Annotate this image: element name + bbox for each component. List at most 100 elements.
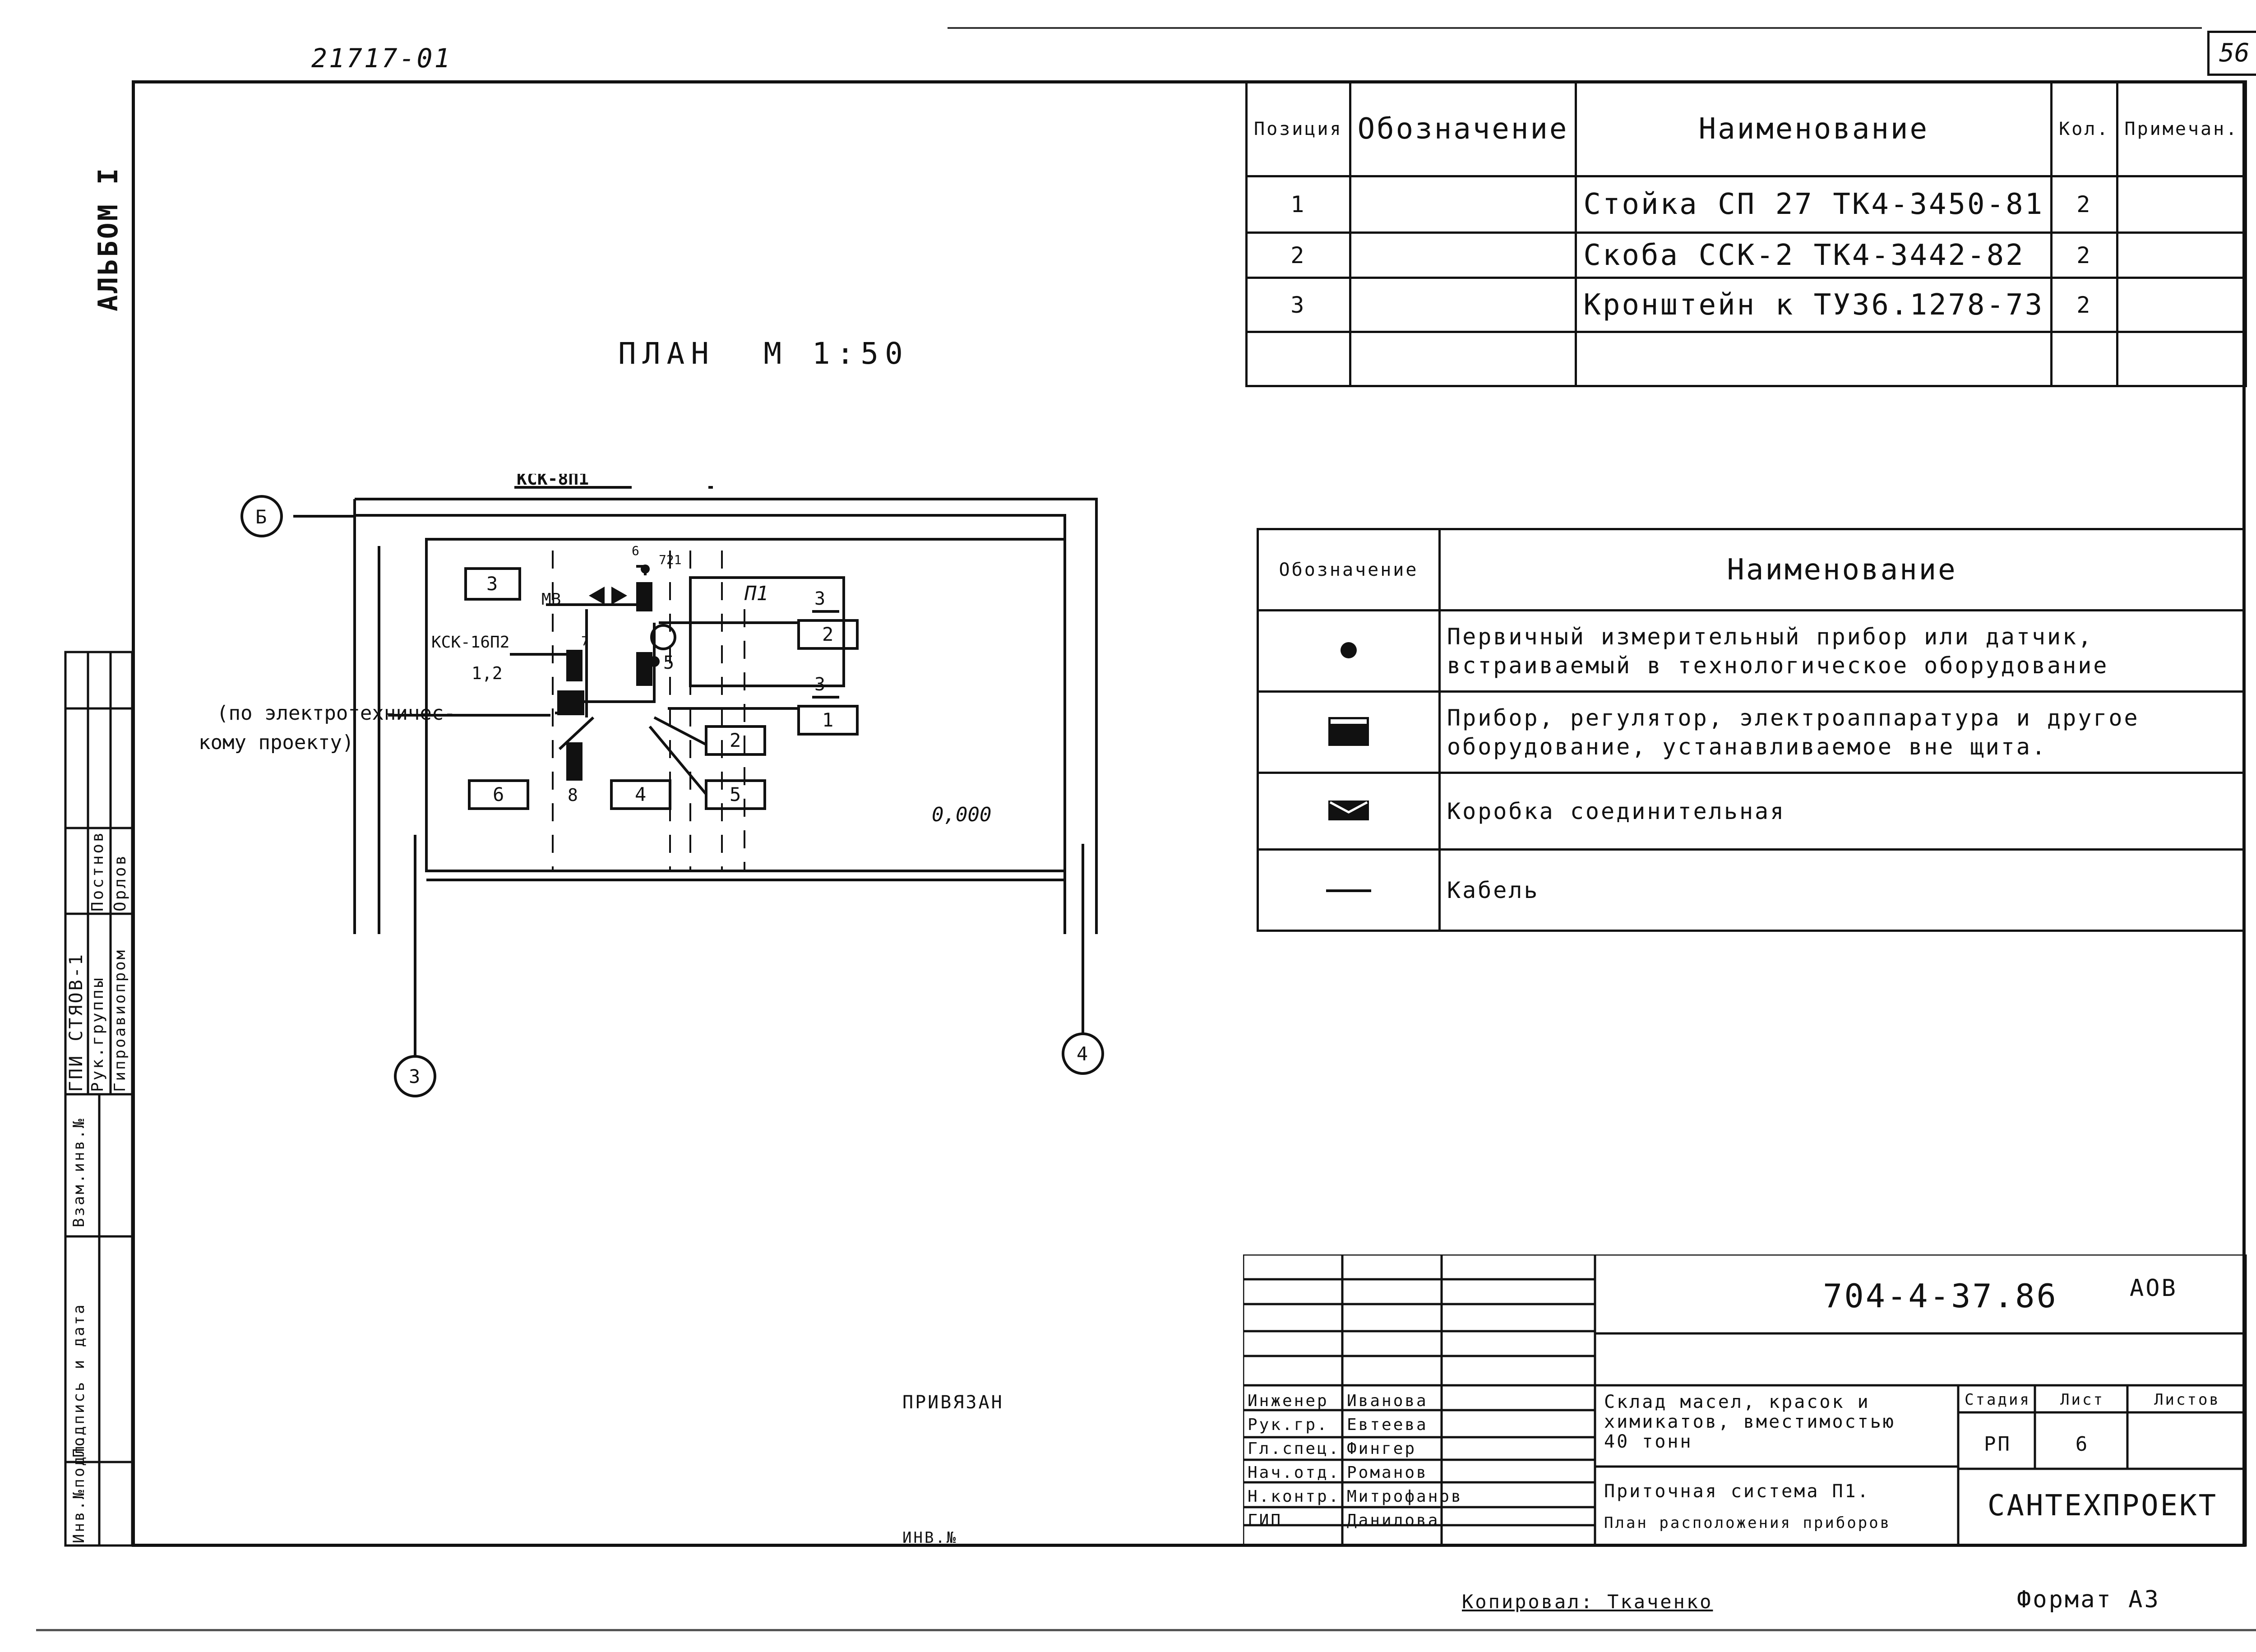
axis-4-circle <box>1062 1032 1104 1075</box>
spec-note <box>2116 277 2247 333</box>
callout-box-1 <box>797 705 859 736</box>
junction-box-symbol <box>557 690 584 715</box>
spec-pos: 2 <box>1245 231 1351 279</box>
dot-symbol <box>649 656 660 667</box>
person-name: Фингер <box>1347 1439 1417 1458</box>
table-row <box>1245 331 2247 387</box>
device-symbol <box>566 650 582 681</box>
table-row: 3 Кронштейн к ТУ36.1278-73 2 <box>1245 277 2247 333</box>
axis-b-circle <box>240 495 283 537</box>
strip-name: Постнов <box>88 830 107 912</box>
room-outline <box>425 538 1066 872</box>
spec-header-name: Наименование <box>1575 80 2053 177</box>
box-label-2b: 2 <box>730 729 741 751</box>
spec-note <box>2116 231 2247 279</box>
plan-drawing: Б 3 4 КСК-8П1 721 6 МВ 7 КСК-16П2 1,2 8 … <box>199 474 1104 1097</box>
note-line-2: кому проекту) <box>199 731 354 754</box>
ksk8-label: КСК-8П1 <box>517 474 589 489</box>
legend-symbol-cell <box>1257 772 1441 851</box>
leader-line <box>558 716 595 750</box>
plan-title: ПЛАН М 1:50 <box>618 336 909 371</box>
cable-symbol <box>1326 889 1371 892</box>
axis-4-label: 4 <box>1077 1043 1088 1065</box>
unit-p1-box <box>689 576 845 687</box>
spec-designation <box>1349 277 1577 333</box>
valve-symbol <box>611 587 627 605</box>
legend-line: Кабель <box>1447 877 1539 903</box>
table-row: 2 Скоба ССК-2 ТК4-3442-82 2 <box>1245 231 2247 279</box>
object-line: химикатов, вместимостью <box>1604 1411 1895 1432</box>
ksk16-label: КСК-16П2 <box>431 633 509 652</box>
copied-by: Копировал: Ткаченко <box>1462 1591 1713 1613</box>
spec-note <box>2116 175 2247 234</box>
strip-institute: Гипроавиопром <box>111 948 129 1092</box>
bottom-edge-line <box>36 1629 2256 1631</box>
label-1-2: 1,2 <box>472 663 503 683</box>
box-label-5: 5 <box>730 783 741 805</box>
device-symbol <box>566 742 582 781</box>
spec-note <box>2116 331 2247 387</box>
legend-line: Коробка соединительная <box>1447 798 1786 824</box>
axis-3-label: 3 <box>409 1065 420 1087</box>
spec-name: Скоба ССК-2 ТК4-3442-82 <box>1575 231 2053 279</box>
label-721: 721 <box>659 552 682 567</box>
leader-line <box>653 716 707 746</box>
legend-line: Прибор, регулятор, электроаппаратура и д… <box>1447 704 2140 731</box>
box-label-2a: 2 <box>822 623 833 645</box>
table-row: Прибор, регулятор, электроаппаратура и д… <box>1257 690 2246 774</box>
device-symbol <box>636 652 652 686</box>
sheet-number-box: 56 <box>2207 31 2256 76</box>
strip-role: Рук.группы <box>88 976 107 1092</box>
legend-text: Первичный измерительный прибор или датчи… <box>1438 609 2246 693</box>
legend-table: Обозначение Наименование Первичный измер… <box>1257 528 2246 932</box>
sheet-number: 56 <box>2219 38 2250 68</box>
axis-3-circle <box>394 1055 436 1097</box>
sheet-label: Лист <box>2060 1391 2104 1409</box>
note-line-1: (по электротехничес- <box>217 702 456 725</box>
device-symbol <box>1331 719 1367 744</box>
sheets-label: Листов <box>2154 1391 2220 1409</box>
legend-text: Коробка соединительная <box>1438 772 2246 851</box>
legend-line: встраиваемый в технологическое оборудова… <box>1447 652 2109 679</box>
left-stamp-strip <box>64 651 134 1547</box>
legend-text: Кабель <box>1438 848 2246 932</box>
doc-suffix: АОВ <box>2130 1275 2177 1302</box>
table-row: Кабель <box>1257 848 2246 932</box>
label-6-small: 6 <box>632 543 639 558</box>
elevation-label: 0,000 <box>932 803 991 826</box>
legend-line: оборудование, устанавливаемое вне щита. <box>1447 733 2047 760</box>
role-label: Рук.гр. <box>1248 1416 1329 1434</box>
callout-box-4 <box>610 779 671 810</box>
spec-qty <box>2050 331 2118 387</box>
sheet-title-line: Приточная система П1. <box>1604 1481 1870 1502</box>
strip-org: ГПИ СТЯОВ-1 <box>66 953 87 1092</box>
callout-5: 5 <box>663 652 674 673</box>
callout-3a: 3 <box>814 588 825 609</box>
spec-designation <box>1349 331 1577 387</box>
spec-qty: 2 <box>2050 175 2118 234</box>
strip-name: Орлов <box>111 853 129 912</box>
spec-pos: 1 <box>1245 175 1351 234</box>
wall-top <box>355 498 1098 934</box>
role-label: Гл.спец. <box>1248 1439 1341 1458</box>
spec-header-qty: Кол. <box>2050 80 2118 177</box>
legend-header: Обозначение Наименование <box>1257 528 2246 611</box>
legend-symbol-cell <box>1257 690 1441 774</box>
sheet-value: 6 <box>2075 1433 2090 1456</box>
box-label-4: 4 <box>635 783 646 805</box>
axis-b-label: Б <box>255 506 267 528</box>
top-edge-line <box>948 27 2202 29</box>
legend-text: Прибор, регулятор, электроаппаратура и д… <box>1438 690 2246 774</box>
label-7-small: 7 <box>581 634 589 648</box>
object-line: Склад масел, красок и <box>1604 1392 1870 1412</box>
callout-box-3 <box>464 567 521 601</box>
stage-label: Стадия <box>1965 1391 2031 1409</box>
legend-symbol-cell <box>1257 848 1441 932</box>
spec-pos <box>1245 331 1351 387</box>
album-code: 21717-01 <box>311 43 452 74</box>
device-symbol <box>636 582 652 611</box>
spec-name <box>1575 331 2053 387</box>
spec-name: Стойка СП 27 ТК4-3450-81 <box>1575 175 2053 234</box>
legend-header-name: Наименование <box>1438 528 2246 611</box>
album-label: АЛЬБОМ I <box>92 167 124 311</box>
